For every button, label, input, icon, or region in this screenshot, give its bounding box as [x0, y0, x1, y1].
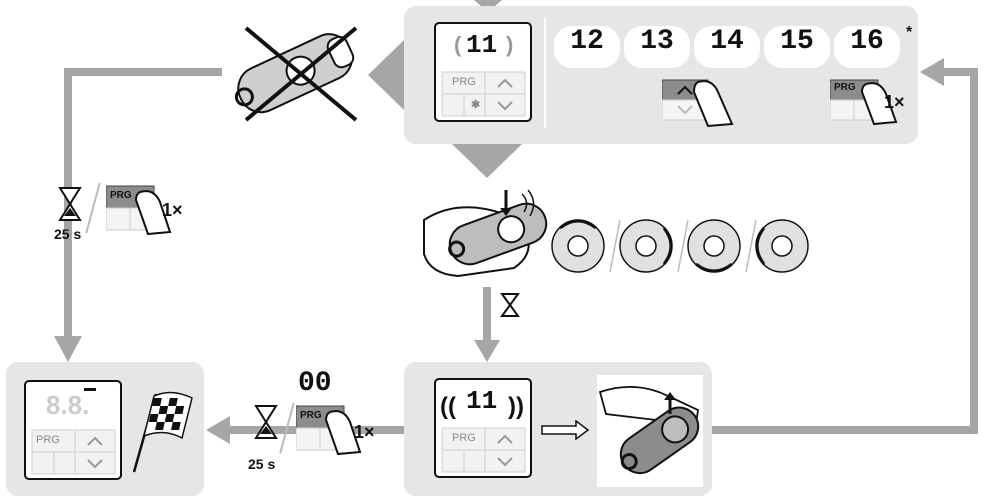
left-flow-arrowhead: [54, 336, 82, 362]
prg-label: PRG: [452, 76, 476, 88]
remote-hand-release-icon: [596, 374, 704, 488]
svg-text:): ): [506, 32, 513, 57]
finish-flag-icon: [132, 391, 193, 473]
press-count-bottom: 1×: [354, 422, 375, 442]
press-count-left: 1×: [162, 200, 183, 220]
control-unit-graphic: ( ): [434, 22, 532, 122]
left-flow-line: [64, 68, 222, 340]
hourglass-icon-bottom: [254, 405, 278, 439]
control-unit-bottom-right: (( )): [434, 378, 532, 478]
up-button-press: [662, 79, 734, 128]
bluetooth-icon: ✱: [471, 99, 481, 111]
prg-button-press-bottom: [296, 405, 362, 456]
display-bottom-right: 11: [466, 386, 498, 416]
timer-left: 25 s: [54, 226, 82, 242]
control-unit-top: ( ) PRG ✱ 11: [434, 22, 532, 122]
control-unit-bottom-left: 8.8.: [24, 380, 122, 480]
asterisk-note: *: [906, 24, 913, 41]
sequence-item-13: 13: [624, 26, 690, 68]
display-sequence: 12 13 14 15 16: [554, 26, 904, 68]
svg-text:(: (: [454, 32, 462, 57]
right-loop-arrowhead: [920, 58, 944, 86]
timer-bottom: 25 s: [248, 456, 276, 472]
display-top-00: 00: [298, 368, 332, 399]
middle-flow-arrowhead: [474, 340, 500, 362]
prg-label-bottom: PRG: [300, 410, 322, 421]
svg-text:((: ((: [440, 393, 456, 420]
remote-crossed-icon: [234, 26, 358, 122]
sequence-item-12: 12: [554, 26, 620, 68]
sequence-item-16: 16: [834, 26, 900, 68]
svg-text:8.8.: 8.8.: [46, 390, 89, 420]
down-pointer-arrow: [452, 144, 522, 178]
svg-text:)): )): [508, 393, 524, 420]
top-panel-divider: [544, 18, 546, 128]
prg-button-press-left: [106, 185, 172, 236]
display-current: 11: [466, 30, 498, 60]
sequence-item-15: 15: [764, 26, 830, 68]
hourglass-icon: [500, 293, 520, 317]
prg-button-press: [830, 79, 898, 126]
hollow-arrow: [541, 420, 590, 440]
sequence-item-14: 14: [694, 26, 760, 68]
remote-hand-icon: [423, 189, 548, 278]
prg-label-bottom-left: PRG: [36, 434, 60, 446]
direction-button-icon: [551, 219, 605, 273]
right-loop-line: [712, 68, 978, 434]
prg-label-top: PRG: [834, 82, 856, 93]
prg-label-bottom-right: PRG: [452, 432, 476, 444]
bottom-flow-arrowhead: [206, 416, 230, 444]
press-count-top: 1×: [884, 92, 905, 112]
hourglass-icon-left: [58, 187, 82, 221]
left-pointer-arrow: [368, 40, 404, 110]
direction-buttons: [551, 219, 809, 273]
prg-label-left: PRG: [110, 190, 132, 201]
finger-press-icon: [692, 80, 734, 128]
